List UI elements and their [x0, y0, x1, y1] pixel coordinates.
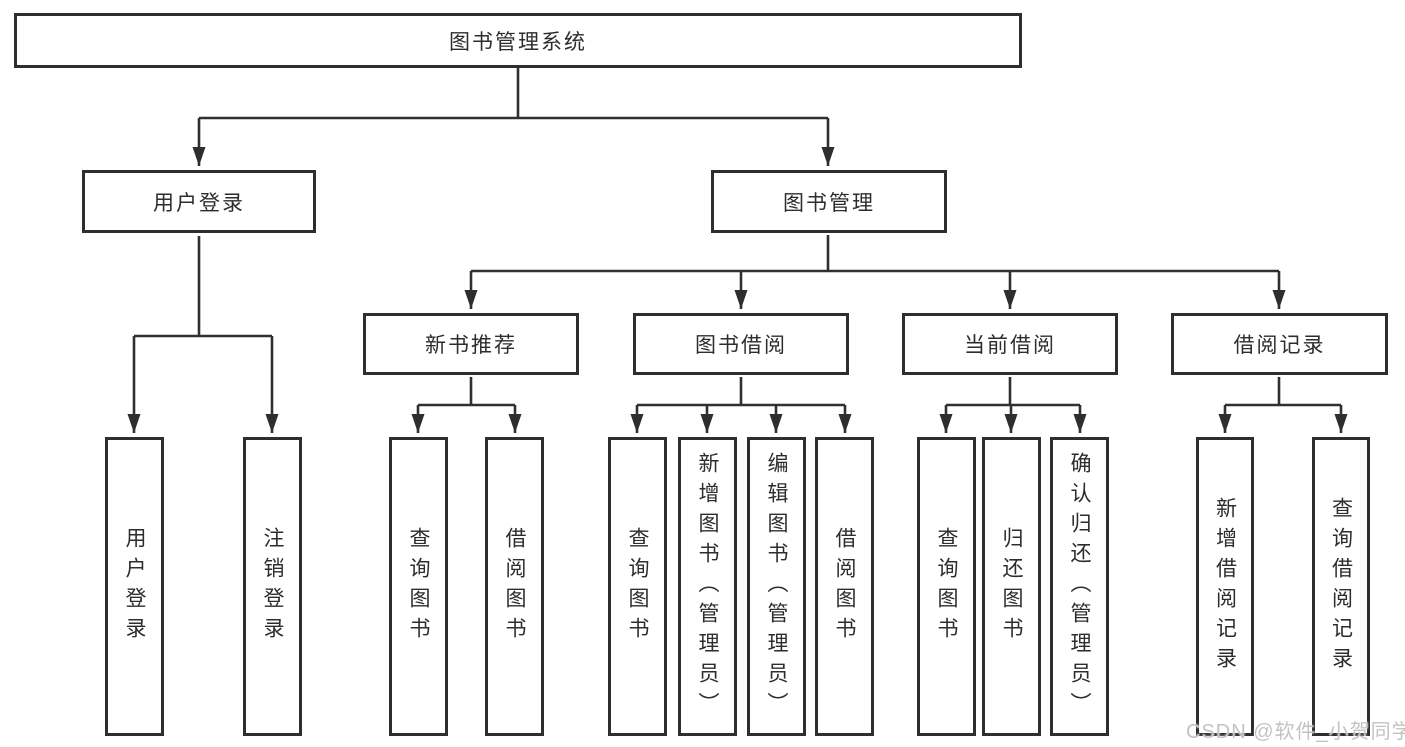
node-book-management-system: 图书管理系统: [14, 13, 1022, 68]
node-label: 确认归还（管理员）: [1068, 451, 1091, 722]
leaf-add-borrow-record: 新增借阅记录: [1196, 437, 1254, 736]
node-label: 当前借阅: [964, 334, 1056, 357]
node-label: 借阅图书: [833, 526, 856, 647]
node-label: 查询图书: [935, 526, 958, 647]
node-label: 新书推荐: [425, 334, 517, 357]
leaf-query-borrow-record: 查询借阅记录: [1312, 437, 1370, 736]
leaf-query-books-borrowing: 查询图书: [608, 437, 667, 736]
node-label: 编辑图书（管理员）: [765, 451, 788, 722]
leaf-borrow-books: 借阅图书: [815, 437, 874, 736]
leaf-confirm-return-admin: 确认归还（管理员）: [1050, 437, 1109, 736]
leaf-return-books: 归还图书: [982, 437, 1041, 736]
leaf-add-books-admin: 新增图书（管理员）: [678, 437, 737, 736]
leaf-edit-books-admin: 编辑图书（管理员）: [747, 437, 806, 736]
node-label: 查询图书: [626, 526, 649, 647]
node-label: 用户登录: [123, 526, 146, 647]
node-user-login-branch: 用户登录: [82, 170, 316, 233]
node-label: 借阅图书: [503, 526, 526, 647]
node-book-borrowing: 图书借阅: [633, 313, 849, 375]
node-label: 查询借阅记录: [1329, 496, 1353, 677]
node-label: 注销登录: [261, 526, 284, 647]
node-label: 新增借阅记录: [1213, 496, 1237, 677]
node-label: 图书管理: [783, 191, 875, 215]
node-current-borrowing: 当前借阅: [902, 313, 1118, 375]
node-label: 图书借阅: [695, 334, 787, 357]
node-label: 用户登录: [153, 191, 245, 215]
node-new-book-recommend: 新书推荐: [363, 313, 579, 375]
leaf-user-login: 用户登录: [105, 437, 164, 736]
leaf-logout: 注销登录: [243, 437, 302, 736]
node-label: 归还图书: [1000, 526, 1023, 647]
leaf-borrow-books-recommend: 借阅图书: [485, 437, 544, 736]
node-label: 查询图书: [407, 526, 430, 647]
node-label: 新增图书（管理员）: [696, 451, 719, 722]
node-book-management-branch: 图书管理: [711, 170, 947, 233]
node-label: 借阅记录: [1233, 334, 1326, 357]
leaf-query-books-current: 查询图书: [917, 437, 976, 736]
node-borrowing-records: 借阅记录: [1171, 313, 1388, 375]
leaf-query-books-recommend: 查询图书: [389, 437, 448, 736]
csdn-watermark: CSDN @软件_小贺同学: [1186, 721, 1405, 743]
node-label: 图书管理系统: [449, 30, 587, 54]
